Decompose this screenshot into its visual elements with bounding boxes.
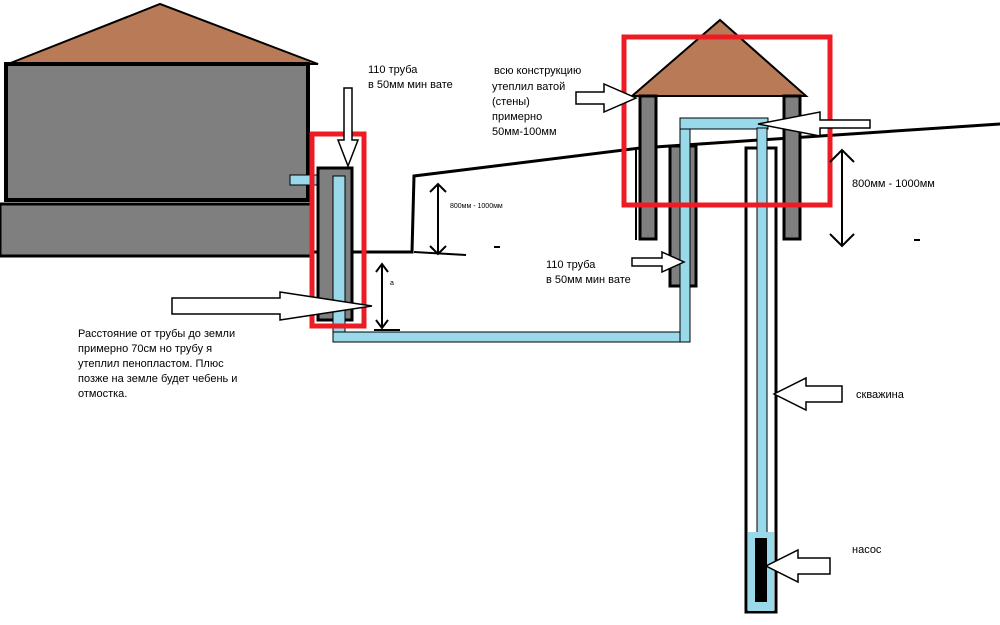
label-pipe-house-2: в 50мм мин вате [368, 79, 453, 91]
label-insulation-2: утеплил ватой [492, 81, 565, 93]
house-wall [4, 62, 310, 202]
arrow-pipe-well [631, 250, 686, 274]
highlight-house-pipe [309, 131, 367, 329]
arrow-insulation [575, 82, 638, 114]
arrow-pipe-house [336, 87, 360, 169]
ground-line-step [413, 251, 467, 256]
label-mark-a: а [390, 280, 394, 287]
well-riser-pipe [679, 119, 691, 343]
label-depth-big: 800мм - 1000мм [852, 178, 935, 190]
underground-pipe [332, 331, 688, 343]
well-top-pipe [679, 117, 769, 130]
label-pipe-house-1: 110 труба [368, 64, 418, 76]
dim-a-top [375, 262, 389, 273]
label-pipe-well-1: 110 труба [546, 259, 596, 271]
label-insulation-5: 50мм-100мм [492, 126, 557, 138]
label-insulation-4: примерно [492, 111, 542, 123]
arrow-distance [171, 291, 373, 321]
arrow-pump [764, 548, 831, 584]
distance-note-line-2: примерно 70см но трубу я [78, 343, 213, 355]
label-borehole: скважина [856, 389, 905, 401]
distance-note-line-5: отмостка. [78, 388, 128, 400]
dim-small-bottom [429, 245, 447, 256]
pump-body [755, 538, 767, 602]
house-riser-pipe [332, 175, 346, 343]
label-pump: насос [852, 544, 882, 556]
label-insulation-3: (стены) [492, 96, 530, 108]
label-pipe-well-2: в 50мм мин вате [546, 274, 631, 286]
distance-note: Расстояние от трубы до земли примерно 70… [78, 327, 328, 402]
distance-note-line-3: утеплил пенопластом. Плюс [78, 358, 224, 370]
house-roof [7, 2, 319, 65]
dim-a-bottom [375, 319, 389, 330]
wellhouse-wall-left [638, 94, 658, 241]
dim-big-bottom [829, 233, 855, 248]
arrow-inner-pipe [757, 111, 871, 137]
arrow-borehole [772, 376, 843, 412]
label-insulation-1: всю конструкцию [494, 65, 581, 77]
distance-note-line-1: Расстояние от трубы до земли [78, 328, 236, 340]
house-foundation [0, 202, 314, 258]
distance-note-line-4: позже на земле будет чебень и [78, 373, 238, 385]
label-depth-small: 800мм - 1000мм [450, 203, 503, 210]
dim-big-top [829, 148, 855, 163]
borehole-pipe [756, 127, 768, 541]
wellhouse-roof [629, 18, 809, 97]
dim-small-top [429, 182, 447, 193]
